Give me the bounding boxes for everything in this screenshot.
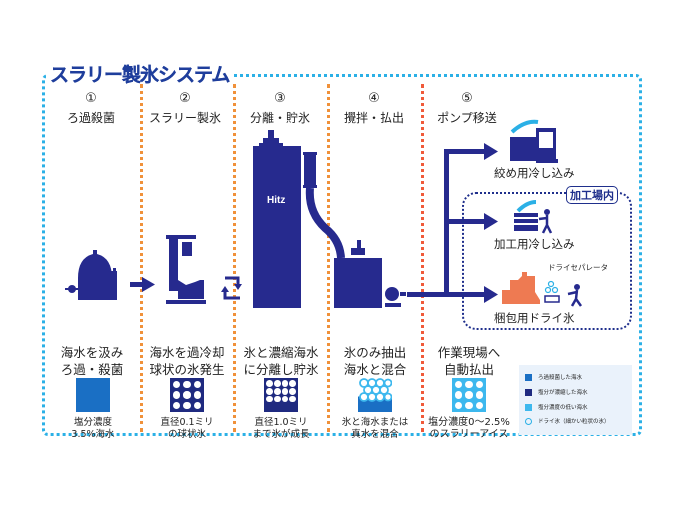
- desc-line: 海水と混合: [343, 362, 407, 377]
- step-1-number: ①: [85, 91, 97, 106]
- forklift-icon: [510, 119, 558, 163]
- step-4-caption: 氷と海水または 真水を混合: [325, 417, 425, 441]
- diagram-title: スラリー製氷システム: [46, 60, 234, 87]
- packing-worker-icon: [544, 280, 583, 307]
- storage-tank-icon: Hitz: [253, 130, 345, 308]
- desc-line: ろ過・殺菌: [60, 362, 124, 377]
- column-separator: [140, 84, 143, 432]
- caption-line: まで氷が成長: [252, 429, 310, 440]
- caption-line: 氷と海水または: [341, 417, 409, 428]
- destination-fishing: 絞め用冷し込み: [494, 166, 575, 180]
- seawater-swatch-icon: [76, 378, 110, 412]
- step-2-description: 海水を過冷却 球状の氷発生: [137, 344, 237, 378]
- step-5-label: ポンプ移送: [437, 111, 497, 125]
- desc-line: 氷と濃縮海水: [243, 345, 319, 360]
- recycle-icon: [221, 276, 242, 300]
- caption-line: の球状氷: [167, 429, 206, 440]
- flow-arrow-icon: [130, 277, 155, 292]
- legend-swatch-icon: [525, 373, 532, 381]
- column-separator: [327, 84, 330, 432]
- spherical-ice-swatch-icon: [170, 378, 204, 412]
- desc-line: 球状の氷発生: [149, 362, 225, 377]
- legend-label: 塩分が濃縮した海水: [538, 390, 588, 396]
- processing-area-label: 加工場内: [566, 186, 618, 204]
- legend-item: 塩分が濃縮した海水: [525, 388, 588, 396]
- tank-brand-label: Hitz: [267, 195, 285, 206]
- step-4-number: ④: [368, 91, 380, 106]
- step-3-caption: 直径1.0ミリ まで氷が成長: [231, 417, 331, 441]
- step-3-label: 分離・貯氷: [249, 111, 310, 125]
- step-3-number: ③: [274, 91, 286, 106]
- filter-tank-icon: [65, 250, 117, 300]
- desc-line: 自動払出: [443, 362, 494, 377]
- processing-area-frame: [462, 192, 632, 330]
- desc-line: に分離し貯氷: [243, 362, 319, 377]
- desc-line: 海水を汲み: [60, 345, 124, 360]
- legend-item: 塩分濃度の低い海水: [525, 403, 588, 411]
- legend-item: ドライ氷（細かい粒状の氷）: [525, 417, 610, 425]
- mixer-tank-icon: [334, 240, 382, 308]
- dry-separator-icon: [502, 272, 540, 304]
- step-2-number: ②: [179, 91, 191, 106]
- step-5-caption: 塩分濃度0～2.5% のスラリーアイス: [419, 417, 519, 441]
- step-2-label: スラリー製氷: [148, 111, 221, 125]
- dry-separator-label: ドライセパレータ: [548, 263, 608, 272]
- step-1-label: ろ過殺菌: [66, 111, 115, 125]
- caption-line: のスラリーアイス: [429, 429, 509, 440]
- step-4-description: 氷のみ抽出 海水と混合: [325, 344, 425, 378]
- processing-worker-icon: [514, 200, 553, 234]
- caption-line: 直径0.1ミリ: [160, 417, 214, 428]
- step-1-description: 海水を汲み ろ過・殺菌: [42, 344, 142, 378]
- destination-processing: 加工用冷し込み: [494, 237, 575, 251]
- caption-line: 塩分濃度: [73, 417, 112, 428]
- step-5-number: ⑤: [461, 91, 473, 106]
- desc-line: 氷のみ抽出: [343, 345, 407, 360]
- legend-ring-icon: [525, 417, 532, 425]
- caption-line: 真水を混合: [351, 429, 399, 440]
- column-separator: [421, 84, 424, 432]
- caption-line: 3.5%海水: [71, 429, 115, 440]
- supercooler-icon: [166, 235, 206, 304]
- system-frame: [42, 74, 642, 436]
- distribution-arrows: [407, 143, 498, 303]
- step-2-caption: 直径0.1ミリ の球状氷: [137, 417, 237, 441]
- step-3-description: 氷と濃縮海水 に分離し貯氷: [231, 344, 331, 378]
- destination-packing: 梱包用ドライ氷: [494, 311, 575, 325]
- caption-line: 直径1.0ミリ: [254, 417, 308, 428]
- grown-ice-swatch-icon: [264, 378, 298, 412]
- legend-label: 塩分濃度の低い海水: [538, 405, 588, 411]
- mixed-ice-swatch-icon: [358, 378, 393, 412]
- desc-line: 作業現場へ: [437, 345, 501, 360]
- legend-label: ドライ氷（細かい粒状の氷）: [538, 419, 610, 425]
- caption-line: 塩分濃度0～2.5%: [428, 417, 510, 428]
- step-1-caption: 塩分濃度 3.5%海水: [43, 417, 143, 441]
- legend: ろ過殺菌した海水 塩分が濃縮した海水 塩分濃度の低い海水 ドライ氷（細かい粒状の…: [519, 365, 632, 435]
- legend-label: ろ過殺菌した海水: [538, 375, 583, 381]
- slurry-ice-swatch-icon: [452, 378, 486, 412]
- step-5-description: 作業現場へ 自動払出: [419, 344, 519, 378]
- legend-item: ろ過殺菌した海水: [525, 373, 582, 381]
- step-4-label: 攪拌・払出: [343, 111, 404, 125]
- column-separator: [233, 84, 236, 432]
- desc-line: 海水を過冷却: [149, 345, 225, 360]
- legend-swatch-icon: [525, 403, 532, 411]
- pump-icon: [385, 287, 406, 307]
- legend-swatch-icon: [525, 388, 532, 396]
